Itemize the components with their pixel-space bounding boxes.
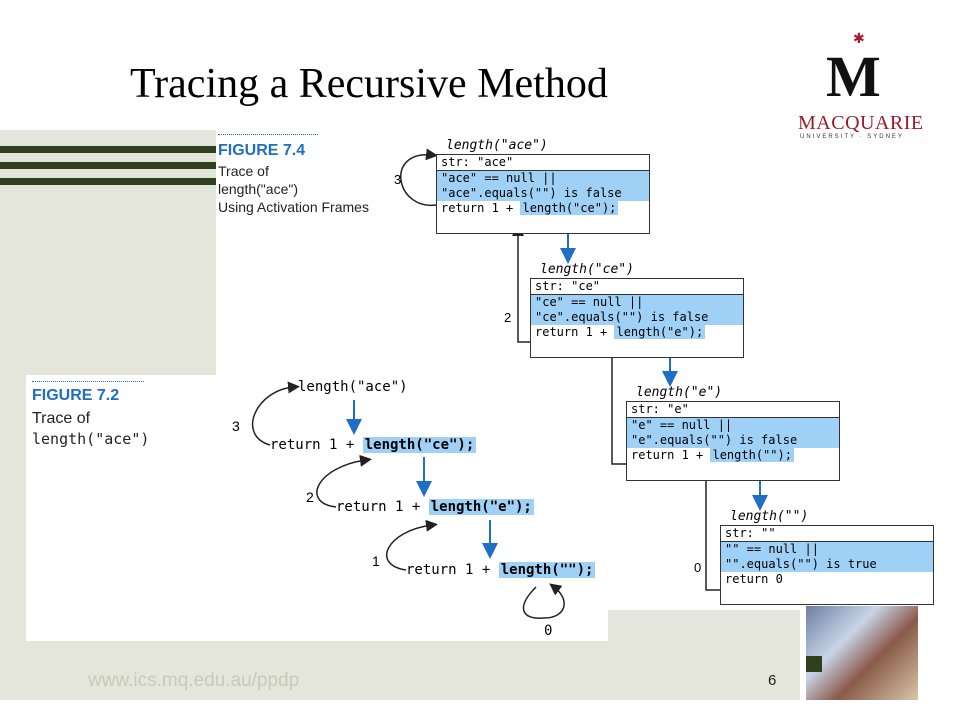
return-text: return 1 + — [336, 499, 429, 515]
step-number: 3 — [232, 418, 240, 434]
fig72-caption-line: Trace of — [32, 410, 91, 427]
return-text: return 1 + — [535, 325, 615, 339]
fig72-panel: FIGURE 7.2 Trace of length("ace") length… — [26, 375, 608, 641]
return-value: 3 — [394, 172, 402, 187]
logo-subtitle: UNIVERSITY · SYDNEY — [800, 134, 904, 140]
frame-row: "ce".equals("") is false — [531, 310, 743, 325]
step-number: 2 — [306, 489, 314, 505]
logo-cross-icon: ✱ — [853, 30, 865, 46]
frame-row: "ce" == null || — [531, 295, 743, 310]
fig74-caption-line: Trace of — [218, 163, 269, 179]
frame-header: length("ce") — [540, 262, 634, 277]
decor-square — [806, 656, 822, 672]
recursive-call: length("e"); — [614, 325, 706, 339]
frame-row: "" == null || — [721, 542, 933, 557]
return-value: 2 — [504, 310, 512, 325]
recursive-call: length("ce"); — [520, 201, 619, 215]
frame-return-row: return 1 + length("ce"); — [437, 201, 649, 216]
fig72-label: FIGURE 7.2 — [32, 387, 120, 404]
return-text: return 1 + — [270, 437, 363, 453]
trace-step: return 1 + length("ce"); — [270, 437, 477, 453]
activation-frame: str: "" "" == null || "".equals("") is t… — [720, 525, 934, 605]
recursive-call: length(""); — [498, 562, 596, 578]
frame-row: "e" == null || — [627, 418, 839, 433]
fig74-caption-line: Using Activation Frames — [218, 199, 369, 215]
recursive-call: length(""); — [710, 448, 794, 462]
fig72-caption-line: length("ace") — [32, 430, 150, 448]
return-value: 0 — [694, 560, 702, 575]
frame-return-row: return 0 — [721, 572, 933, 587]
recursive-call: length("ce"); — [362, 437, 477, 453]
frame-row: str: "e" — [627, 402, 839, 418]
frame-row: "ace".equals("") is false — [437, 186, 649, 201]
return-text: return 1 + — [441, 201, 521, 215]
return-text: return 0 — [725, 572, 783, 586]
page-number: 6 — [768, 672, 777, 689]
frame-row: "ace" == null || — [437, 171, 649, 186]
frame-header: length("ace") — [446, 138, 548, 153]
campus-photo — [806, 606, 918, 700]
trace-step: return 1 + length("e"); — [336, 499, 534, 515]
fig74-rule — [218, 134, 318, 135]
fig72-arrows — [251, 381, 565, 619]
slide-title: Tracing a Recursive Method — [130, 61, 608, 107]
fig72-rule — [32, 381, 144, 382]
frame-row: "e".equals("") is false — [627, 433, 839, 448]
return-text: return 1 + — [631, 448, 711, 462]
trace-step: return 1 + length(""); — [406, 562, 596, 578]
recursive-call: length("e"); — [428, 499, 534, 515]
frame-row: str: "ace" — [437, 155, 649, 171]
activation-frame: str: "ce" "ce" == null || "ce".equals(""… — [530, 278, 744, 358]
frame-header: length("") — [730, 509, 809, 524]
frame-row: "".equals("") is true — [721, 557, 933, 572]
logo-name: MACQUARIE — [798, 112, 924, 134]
frame-row: str: "ce" — [531, 279, 743, 295]
top-call: length("ace") — [298, 379, 408, 395]
frame-row: str: "" — [721, 526, 933, 542]
fig74-label: FIGURE 7.4 — [218, 142, 306, 159]
decor-stripe — [0, 146, 216, 153]
base-value: 0 — [544, 623, 553, 639]
fig74-caption: Trace of length("ace") Using Activation … — [218, 162, 369, 216]
return-text: return 1 + — [406, 562, 499, 578]
fig72-caption: Trace of length("ace") — [32, 409, 149, 449]
activation-frame: str: "e" "e" == null || "e".equals("") i… — [626, 401, 840, 481]
decor-stripe — [0, 162, 216, 169]
step-number: 1 — [372, 553, 380, 569]
logo-mark: M — [826, 44, 881, 109]
frame-header: length("e") — [636, 385, 723, 400]
frame-return-row: return 1 + length("e"); — [531, 325, 743, 340]
fig74-caption-line: length("ace") — [218, 181, 298, 197]
activation-frame: str: "ace" "ace" == null || "ace".equals… — [436, 154, 650, 234]
frame-return-row: return 1 + length(""); — [627, 448, 839, 463]
footer-url[interactable]: www.ics.mq.edu.au/ppdp — [88, 670, 300, 691]
decor-stripe — [0, 178, 216, 185]
